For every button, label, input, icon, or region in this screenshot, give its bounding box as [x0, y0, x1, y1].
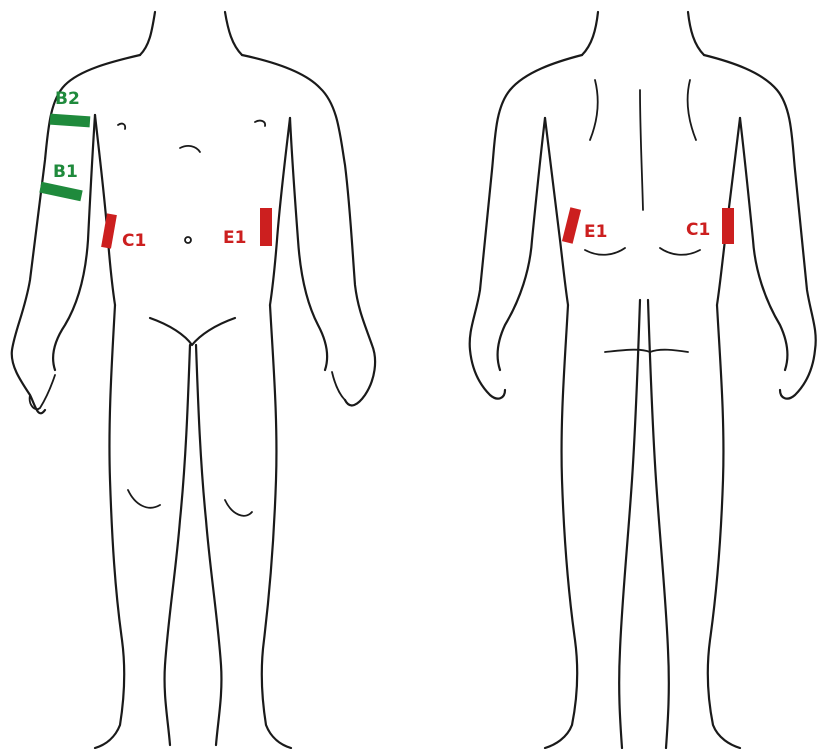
front-label-b1: B1	[53, 164, 78, 181]
front-label-c1: C1	[122, 233, 146, 250]
back-pad-c1	[722, 208, 734, 244]
back-label-c1: C1	[686, 222, 710, 239]
back-figure	[470, 12, 816, 748]
back-label-e1: E1	[584, 224, 607, 241]
front-pad-e1	[260, 208, 272, 246]
front-label-e1: E1	[223, 230, 246, 247]
front-label-b2: B2	[55, 91, 80, 108]
